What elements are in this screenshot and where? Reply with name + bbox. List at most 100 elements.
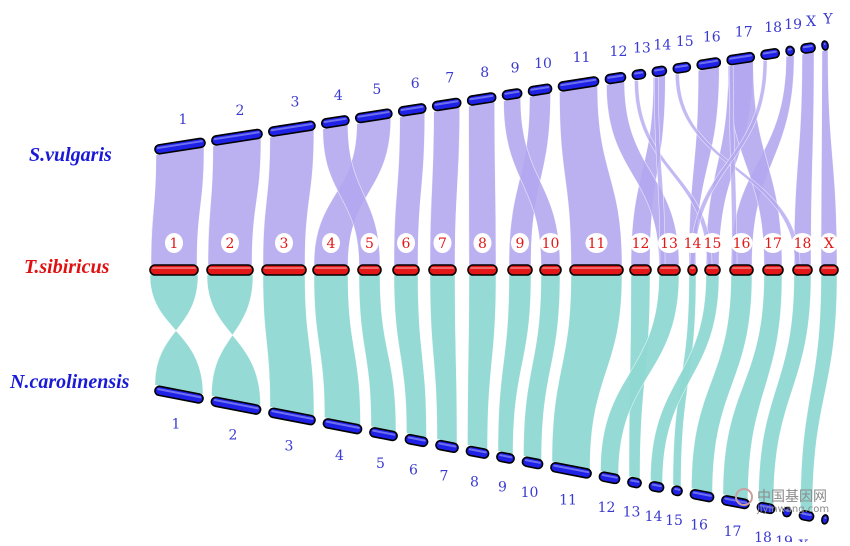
middle-chromosome-bar — [569, 264, 624, 276]
middle-label-badge — [275, 233, 293, 253]
middle-chromosome-bar — [762, 264, 784, 276]
middle-chromosome-bar — [729, 264, 754, 276]
middle-label-badge — [511, 233, 529, 253]
middle-label-badge — [585, 233, 608, 253]
top-chromosome-bar — [466, 92, 497, 106]
bottom-chromosome-label: 10 — [521, 485, 539, 501]
middle-chromosome-label: 10 — [542, 236, 560, 252]
bottom-chromosome-bar — [821, 514, 829, 525]
bottom-chromosome-label: 3 — [285, 438, 294, 454]
middle-chromosome-label: 6 — [402, 236, 411, 252]
species-label-top: S.vulgaris — [29, 144, 112, 166]
middle-chromosome-highlight — [632, 267, 649, 269]
middle-chromosome-label: 18 — [794, 236, 812, 252]
top-chromosome-label: X — [806, 14, 816, 30]
bottom-chromosome-label: 9 — [498, 480, 507, 496]
middle-chromosome-bar — [312, 264, 350, 276]
middle-label-badge — [762, 233, 784, 253]
middle-chromosome-label: 14 — [684, 236, 702, 252]
watermark: 中国基因网 jiyinwang.com — [735, 486, 845, 536]
middle-chromosome-highlight — [732, 267, 751, 269]
bottom-chromosome-bar — [322, 418, 363, 435]
species-label-middle: T.sibiricus — [24, 256, 110, 278]
top-chromosome-bar — [154, 137, 206, 155]
watermark-title: 中国基因网 — [757, 489, 827, 505]
bottom-chromosome-label: 13 — [623, 505, 641, 521]
middle-chromosome-label: 5 — [365, 236, 374, 252]
top-chromosome-label: 1 — [179, 112, 188, 128]
middle-chromosome-highlight — [542, 267, 559, 269]
top-chromosome-label: 8 — [480, 65, 489, 81]
middle-label-badge — [820, 233, 838, 253]
middle-label-badge — [658, 233, 680, 253]
middle-label-badge — [360, 233, 379, 253]
bottom-chromosome-bar — [465, 445, 490, 459]
bottom-chromosome-label: X — [799, 538, 809, 542]
middle-label-badge — [221, 233, 239, 253]
middle-chromosome-highlight — [795, 267, 810, 269]
bottom-chromosome-bar — [210, 396, 262, 415]
bottom-ribbon — [600, 274, 680, 476]
middle-chromosome-bar — [428, 264, 457, 276]
top-ribbon — [468, 101, 497, 266]
bottom-chromosome-bar — [648, 481, 665, 493]
bottom-chromosome-bar — [689, 488, 715, 503]
middle-chromosome-highlight — [822, 267, 836, 269]
middle-chromosome-highlight — [707, 267, 718, 269]
middle-label-badge — [397, 233, 415, 253]
middle-chromosome-bar — [507, 264, 533, 276]
bottom-chromosome-label: 7 — [440, 468, 449, 484]
bottom-chromosome-bar — [598, 471, 621, 485]
top-ribbon — [559, 85, 623, 266]
top-ribbon — [820, 49, 838, 266]
top-chromosome-label: Y — [822, 11, 833, 27]
middle-chromosome-highlight — [572, 267, 621, 269]
top-chromosome-label: 9 — [511, 60, 520, 76]
middle-chromosome-bar — [629, 264, 652, 276]
middle-chromosome-label: 1 — [170, 236, 179, 252]
middle-chromosome-label: 13 — [660, 236, 678, 252]
bottom-chromosome-bar — [550, 462, 592, 479]
chromosome-bars — [149, 40, 839, 525]
top-chromosome-bar — [760, 48, 781, 61]
bottom-chromosome-label: 14 — [645, 509, 663, 525]
bottom-ribbons — [149, 274, 838, 513]
top-chromosome-label: 3 — [290, 95, 299, 111]
bottom-chromosome-label: 1 — [172, 417, 181, 433]
middle-label-badge — [473, 233, 492, 253]
bottom-chromosome-label: 12 — [598, 500, 616, 516]
middle-label-badge — [629, 233, 652, 253]
top-chromosome-bar — [726, 51, 756, 66]
middle-chromosome-bar — [687, 264, 698, 276]
bottom-chromosome-bar — [671, 485, 683, 497]
bottom-chromosome-label: 2 — [229, 428, 238, 444]
middle-chromosome-label: 7 — [438, 236, 447, 252]
bottom-chromosome-bar — [154, 385, 204, 404]
middle-chromosome-label: 11 — [588, 236, 606, 252]
middle-chromosome-highlight — [395, 267, 417, 269]
top-chromosome-label: 19 — [784, 17, 802, 33]
bottom-chromosome-label: 15 — [665, 513, 683, 529]
top-ribbon — [429, 106, 461, 266]
bottom-chromosome-label: 8 — [470, 474, 479, 490]
bottom-chromosome-bar — [435, 439, 459, 453]
middle-chromosome-highlight — [315, 267, 347, 269]
middle-chromosome-bar — [467, 264, 498, 276]
middle-chromosome-bar — [819, 264, 839, 276]
top-chromosome-label: 15 — [676, 34, 694, 50]
bottom-chromosome-bar — [756, 501, 776, 515]
bottom-chromosome-bar — [627, 476, 642, 489]
top-chromosome-bar — [785, 45, 795, 57]
bottom-ribbon — [758, 274, 812, 506]
top-chromosome-bar — [604, 71, 627, 85]
middle-chromosome-bar — [704, 264, 721, 276]
bottom-ribbon — [206, 274, 261, 406]
top-chromosome-bar — [431, 97, 462, 112]
top-chromosome-label: 17 — [735, 25, 753, 41]
top-ribbon — [262, 129, 315, 266]
top-chromosome-bar — [268, 120, 316, 137]
top-ribbon — [393, 112, 426, 266]
top-chromosome-label: 7 — [445, 70, 454, 86]
